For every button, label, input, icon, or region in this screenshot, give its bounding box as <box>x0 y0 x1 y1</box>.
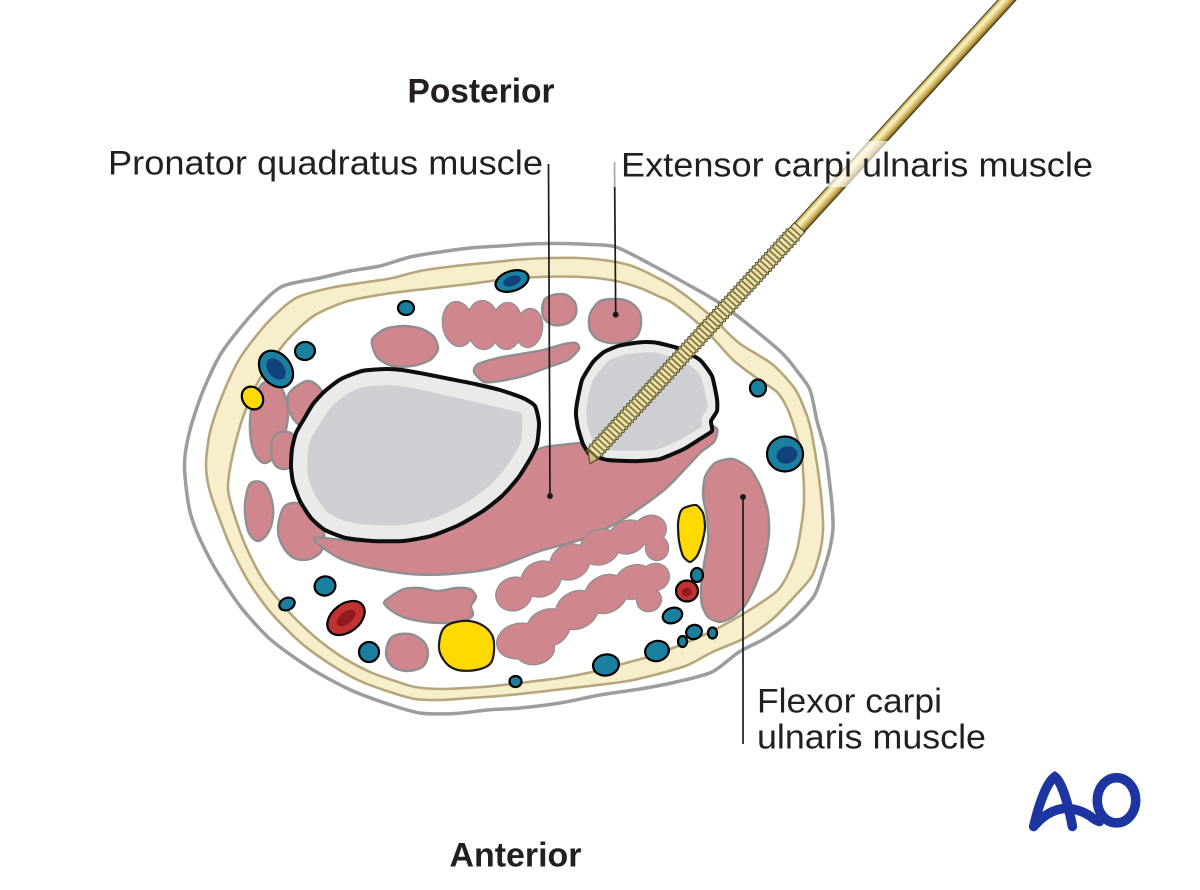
svg-text:Pronator quadratus muscle: Pronator quadratus muscle <box>108 145 543 183</box>
svg-text:Extensor carpi ulnaris muscle: Extensor carpi ulnaris muscle <box>621 147 1093 185</box>
svg-text:ulnaris muscle: ulnaris muscle <box>757 719 986 757</box>
svg-text:Posterior: Posterior <box>408 73 555 111</box>
svg-text:Flexor carpi: Flexor carpi <box>757 683 942 721</box>
svg-text:Anterior: Anterior <box>450 837 582 875</box>
